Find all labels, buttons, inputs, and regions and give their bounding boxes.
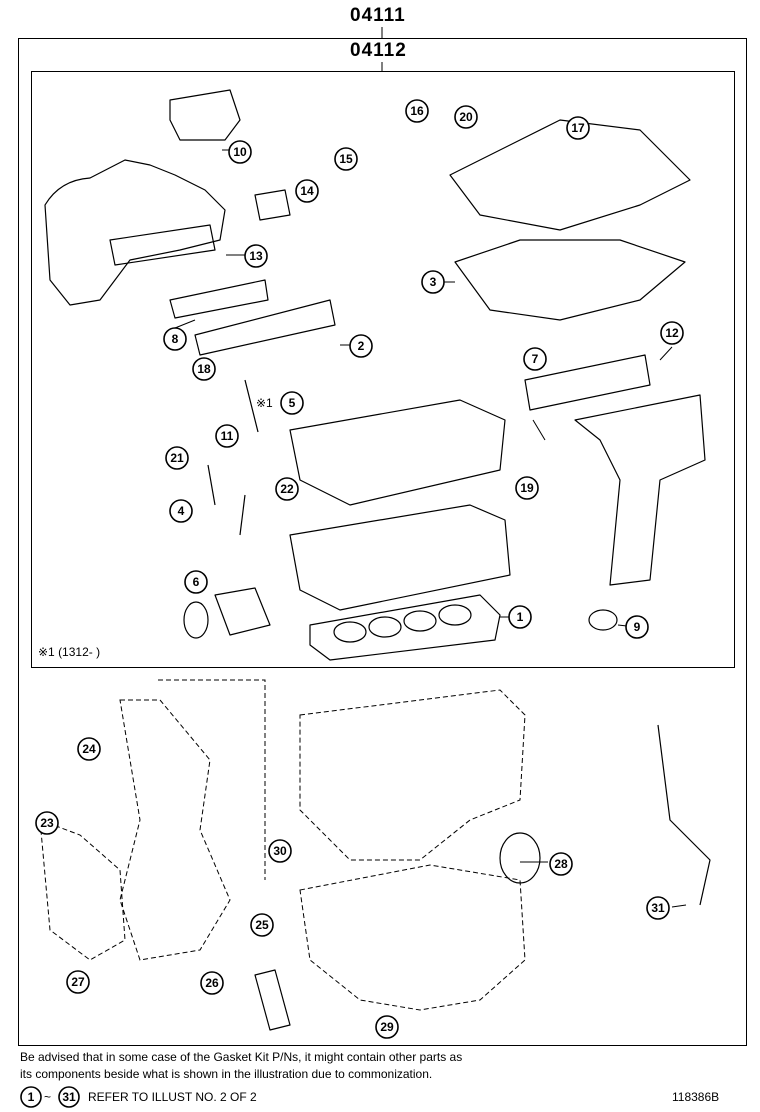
- callout-8: 8: [163, 327, 187, 351]
- kit-number-outer: 04111: [350, 5, 406, 26]
- intake-manifold: [44, 159, 226, 306]
- variant-mark: ※1: [256, 396, 273, 410]
- variant-note: ※1 (1312- ): [38, 645, 101, 659]
- footer-ref-end-badge: 31: [58, 1086, 80, 1108]
- footer-note-line1: Be advised that in some case of the Gask…: [20, 1050, 463, 1064]
- callout-5: 5: [280, 391, 304, 415]
- oil-pan: [299, 864, 526, 1011]
- callout-16: 16: [405, 99, 429, 123]
- cylinder-head-gasket: [309, 594, 501, 661]
- svg-text:8: 8: [172, 332, 179, 346]
- svg-text:22: 22: [280, 482, 294, 496]
- callout-4: 4: [169, 499, 193, 523]
- callout-17: 17: [566, 116, 590, 140]
- callout-11: 11: [215, 424, 239, 448]
- callout-20: 20: [454, 105, 478, 129]
- oil-level-gauge: [657, 724, 711, 906]
- head-cover-gasket: [454, 239, 686, 321]
- callout-12: 12: [660, 321, 684, 345]
- outer-frame: [18, 38, 747, 1046]
- svg-text:5: 5: [289, 396, 296, 410]
- callout-14: 14: [295, 179, 319, 203]
- callout-10: 10: [228, 140, 252, 164]
- callout-30: 30: [268, 839, 292, 863]
- callout-29: 29: [375, 1015, 399, 1039]
- svg-text:19: 19: [520, 481, 534, 495]
- callout-6: 6: [184, 570, 208, 594]
- svg-text:15: 15: [339, 152, 353, 166]
- svg-text:14: 14: [300, 184, 314, 198]
- svg-text:28: 28: [554, 857, 568, 871]
- svg-text:24: 24: [82, 742, 96, 756]
- svg-text:13: 13: [249, 249, 263, 263]
- svg-text:18: 18: [197, 362, 211, 376]
- svg-text:2: 2: [358, 339, 365, 353]
- inner-frame: [31, 71, 735, 668]
- svg-text:21: 21: [170, 451, 184, 465]
- svg-text:1: 1: [28, 1090, 35, 1104]
- callout-3: 3: [421, 270, 445, 294]
- svg-text:31: 31: [651, 901, 665, 915]
- figure-number: 118386B: [672, 1090, 720, 1104]
- callout-19: 19: [515, 476, 539, 500]
- svg-text:11: 11: [221, 429, 234, 443]
- svg-text:20: 20: [459, 110, 473, 124]
- cylinder-head: [289, 504, 511, 611]
- callout-13: 13: [244, 244, 268, 268]
- callout-23: 23: [35, 811, 59, 835]
- svg-text:10: 10: [233, 145, 247, 159]
- svg-text:30: 30: [273, 844, 287, 858]
- svg-text:7: 7: [532, 352, 539, 366]
- svg-text:4: 4: [178, 504, 185, 518]
- callout-7: 7: [523, 347, 547, 371]
- svg-text:3: 3: [430, 275, 437, 289]
- throttle-body: [169, 89, 241, 141]
- callout-24: 24: [77, 737, 101, 761]
- callout-21: 21: [165, 446, 189, 470]
- callout-25: 25: [250, 913, 274, 937]
- callout-27: 27: [66, 970, 90, 994]
- callout-1: 1: [508, 605, 532, 629]
- svg-text:29: 29: [380, 1020, 394, 1034]
- svg-text:23: 23: [40, 816, 54, 830]
- exhaust-manifold: [574, 394, 706, 586]
- footer-ref-start-badge: 1: [20, 1086, 42, 1108]
- timing-cover: [119, 699, 231, 961]
- svg-text:1: 1: [517, 610, 524, 624]
- svg-text:12: 12: [665, 326, 679, 340]
- callout-31: 31: [646, 896, 670, 920]
- svg-text:16: 16: [410, 104, 424, 118]
- camshaft-housing: [289, 399, 506, 506]
- svg-text:27: 27: [71, 975, 85, 989]
- cylinder-block: [299, 689, 526, 861]
- svg-text:31: 31: [62, 1090, 76, 1104]
- svg-text:26: 26: [205, 976, 219, 990]
- svg-text:6: 6: [193, 575, 200, 589]
- exhaust-manifold-gasket: [524, 354, 651, 411]
- footer-ref-text: REFER TO ILLUST NO. 2 OF 2: [88, 1090, 257, 1104]
- callout-26: 26: [200, 971, 224, 995]
- callout-22: 22: [275, 477, 299, 501]
- svg-text:17: 17: [571, 121, 585, 135]
- footer-ref-tilde: ~: [44, 1090, 52, 1104]
- callout-2: 2: [349, 334, 373, 358]
- svg-text:9: 9: [634, 620, 641, 634]
- callout-15: 15: [334, 147, 358, 171]
- kit-number-inner: 04112: [350, 40, 407, 61]
- svg-text:25: 25: [255, 918, 269, 932]
- callout-28: 28: [549, 852, 573, 876]
- footer-note-line2: its components beside what is shown in t…: [20, 1067, 433, 1081]
- callout-9: 9: [625, 615, 649, 639]
- callout-18: 18: [192, 357, 216, 381]
